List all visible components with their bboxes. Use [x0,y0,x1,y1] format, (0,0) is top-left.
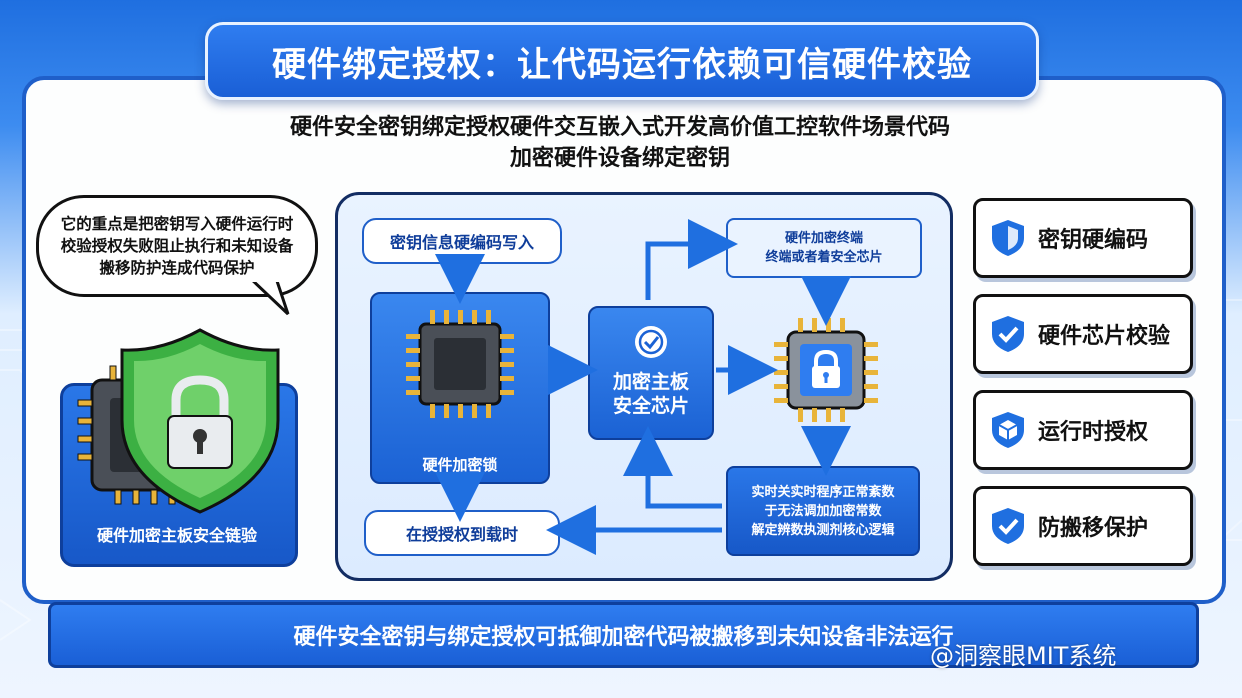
feature-item-chip-verify: 硬件芯片校验 [973,294,1193,374]
subtitle: 硬件安全密钥绑定授权硬件交互嵌入式开发高价值工控软件场景代码加密硬件设备绑定密钥 [290,115,951,171]
hw-terminal-node: 硬件加密终端 终端或者着安全芯片 [726,218,922,278]
hw-terminal-label-2: 终端或者着安全芯片 [765,250,883,265]
shield-chip-illustration [77,328,280,514]
runtime-label-3: 解定辨数执测剂核心逻辑 [751,522,895,538]
arrow-board-to-terminal [645,219,738,300]
speech-bubble-tail [248,278,290,316]
feature-item-runtime-auth: 运行时授权 [973,390,1193,470]
shield-icon [992,220,1024,256]
runtime-label-1: 实时关实时程序正常紊数 [751,484,895,500]
hw-terminal-label-1: 硬件加密终端 [784,231,863,246]
lock-chip-icon [774,318,878,422]
green-shield-lock-icon [120,328,280,514]
board-chip-label-2: 安全芯片 [612,395,689,417]
feature-label: 防搬移保护 [1038,516,1149,541]
shield-check-icon [992,316,1024,352]
runtime-check-node: 实时关实时程序正常紊数 于无法调加加密常数 解定辨数执测剂核心逻辑 [726,466,920,556]
chip-icon [406,310,514,418]
feature-item-anti-move: 防搬移保护 [973,486,1193,566]
arrow-runtime-to-board [623,426,722,509]
watermark: @洞察眼MIT系统 [930,642,1117,670]
board-chip-label-1: 加密主板 [612,371,689,393]
feature-label: 硬件芯片校验 [1038,324,1171,349]
page-title: 硬件绑定授权：让代码运行依赖可信硬件校验 [205,22,1039,100]
feature-label: 密钥硬编码 [1038,228,1149,253]
speech-bubble-text: 它的重点是把密钥写入硬件运行时校验授权失败阻止执行和未知设备搬移防护连成代码保护 [60,215,294,277]
auth-load-node: 在授授权到载时 [364,510,560,556]
runtime-label-2: 于无法调加加密常数 [764,503,882,519]
encrypt-lock-node: 硬件加密锁 [370,292,550,484]
bottom-banner: 硬件安全密钥与绑定授权可抵御加密代码被搬移到未知设备非法运行 [48,602,1199,668]
feature-item-key-hardcode: 密钥硬编码 [973,198,1193,278]
feature-label: 运行时授权 [1038,420,1149,445]
encrypt-lock-label: 硬件加密锁 [422,456,498,474]
cube-shield-icon [992,412,1024,448]
left-card-label: 硬件加密主板安全链验 [96,526,257,545]
check-circle-icon [635,326,667,358]
board-chip-node: 加密主板 安全芯片 [588,306,714,440]
shield-check-icon [992,508,1024,544]
